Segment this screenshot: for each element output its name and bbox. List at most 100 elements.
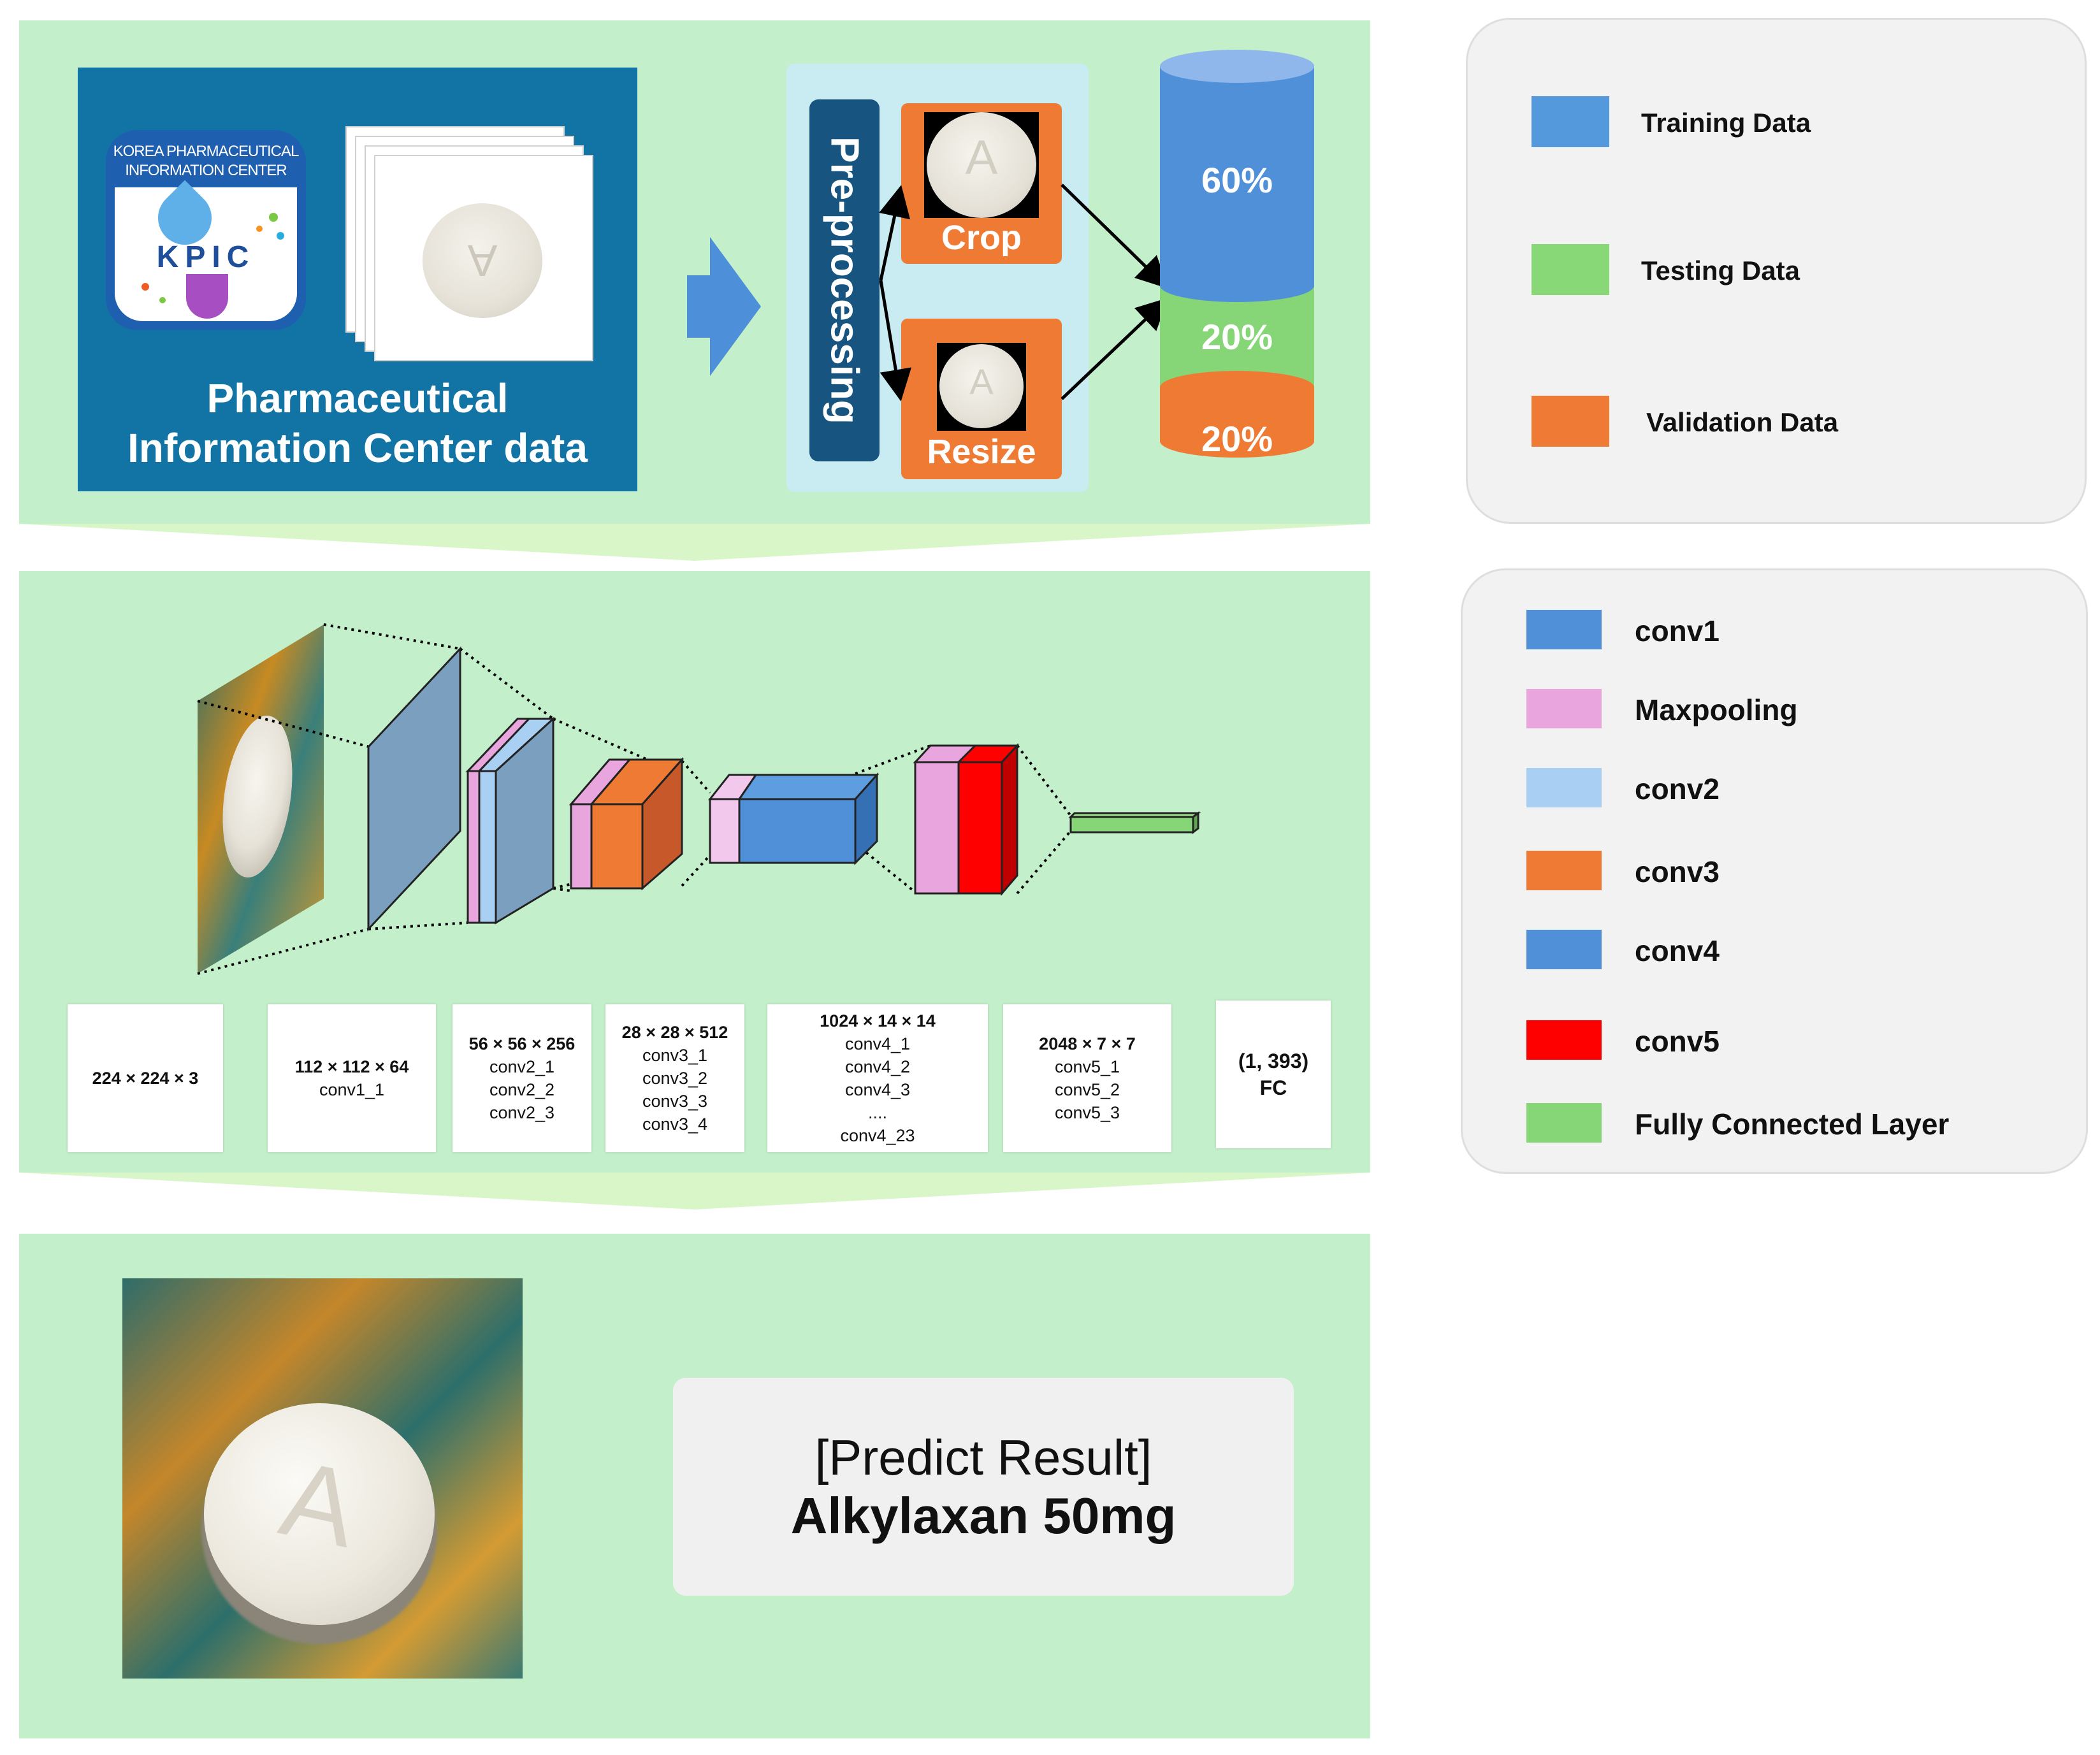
conv3-block <box>568 757 684 891</box>
legend-item: Fully Connected Layer <box>1463 1103 2086 1160</box>
layer-card-conv4: 1024 × 14 × 14 conv4_1 conv4_2 conv4_3 .… <box>767 1004 988 1152</box>
resize-label: Resize <box>927 433 1036 471</box>
layer-name: conv4_23 <box>840 1126 915 1145</box>
query-pill-photo: A <box>122 1278 523 1679</box>
validation-swatch <box>1532 396 1609 447</box>
legend-label: conv2 <box>1635 772 1720 805</box>
legend-item: conv2 <box>1463 768 2086 825</box>
legend-label: conv5 <box>1635 1025 1720 1058</box>
layer-name: conv5_2 <box>1054 1080 1120 1099</box>
source-title-line1: Pharmaceutical <box>206 375 509 421</box>
legend-item: Validation Data <box>1468 389 2085 447</box>
layer-dim: 28 × 28 × 512 <box>621 1023 728 1042</box>
pill-image-stack: A <box>345 126 600 362</box>
logo-line2: INFORMATION CENTER <box>125 162 287 179</box>
legend-item: conv4 <box>1463 930 2086 987</box>
predict-result-value: Alkylaxan 50mg <box>790 1487 1177 1544</box>
layer-card-fc: (1, 393) FC <box>1216 1000 1331 1148</box>
preprocessing-arrows <box>879 184 1169 401</box>
legend-label: Maxpooling <box>1635 693 1798 726</box>
preprocessing-block: Pre-processing A Crop A Resize <box>786 64 1089 492</box>
layer-name: conv4_3 <box>844 1080 911 1099</box>
network-legend: conv1 Maxpooling conv2 conv3 conv4 conv5… <box>1461 568 2088 1174</box>
legend-item: Testing Data <box>1468 242 2085 299</box>
layer-card-conv5: 2048 × 7 × 7 conv5_1 conv5_2 conv5_3 <box>1003 1004 1171 1152</box>
layer-card-conv1: 112 × 112 × 64 conv1_1 <box>268 1004 436 1152</box>
conv5-swatch <box>1526 1020 1602 1060</box>
layer-name: conv4_1 <box>844 1034 911 1053</box>
predict-result-box: [Predict Result] Alkylaxan 50mg <box>673 1378 1294 1596</box>
testing-swatch <box>1532 244 1609 295</box>
layer-name: .... <box>867 1103 887 1122</box>
logo-cup-icon <box>186 274 228 319</box>
predict-result-heading: [Predict Result] <box>815 1429 1152 1485</box>
panel-divider-1 <box>19 524 1370 561</box>
layer-dim: (1, 393) <box>1238 1050 1309 1072</box>
pill-icon: A <box>939 344 1024 428</box>
pill-icon: A <box>423 203 542 318</box>
layer-name: conv3_2 <box>642 1069 708 1088</box>
legend-item: Maxpooling <box>1463 689 2086 746</box>
kpic-logo: KOREA PHARMACEUTICAL INFORMATION CENTER … <box>106 130 306 330</box>
layer-name: conv4_2 <box>844 1057 911 1076</box>
resize-card: A Resize <box>901 319 1062 479</box>
layer-dim: 56 × 56 × 256 <box>468 1034 576 1053</box>
data-split-legend: Training Data Testing Data Validation Da… <box>1466 18 2087 524</box>
network-diagram <box>197 623 1201 975</box>
layer-name: conv5_1 <box>1054 1057 1120 1076</box>
source-title-line2: Information Center data <box>127 425 588 471</box>
layer-dim: 1024 × 14 × 14 <box>820 1011 936 1030</box>
conv1-block <box>367 646 461 932</box>
layer-card-input: 224 × 224 × 3 <box>68 1004 223 1152</box>
conv4-swatch <box>1526 930 1602 969</box>
layer-name: conv3_4 <box>642 1115 708 1134</box>
split-training-label: 60% <box>1201 160 1273 200</box>
split-cylinder: 60% 20% 20% <box>1160 50 1314 496</box>
layer-name: conv2_1 <box>489 1057 555 1076</box>
layer-name: conv2_2 <box>489 1080 555 1099</box>
layer-dim: 224 × 224 × 3 <box>92 1069 199 1088</box>
crop-label: Crop <box>941 219 1022 257</box>
crop-card: A Crop <box>901 103 1062 264</box>
logo-text: KPIC <box>156 240 256 274</box>
split-testing-label: 20% <box>1201 317 1273 357</box>
source-block: KOREA PHARMACEUTICAL INFORMATION CENTER … <box>78 68 637 491</box>
preprocessing-bar: Pre-processing <box>809 99 880 461</box>
legend-item: conv1 <box>1463 610 2086 667</box>
fc-block <box>1068 811 1201 834</box>
flow-arrow-icon <box>687 237 764 379</box>
layer-card-conv2: 56 × 56 × 256 conv2_1 conv2_2 conv2_3 <box>453 1004 591 1152</box>
legend-label: conv3 <box>1635 855 1720 888</box>
fc-swatch <box>1526 1103 1602 1143</box>
layer-name: conv3_1 <box>642 1046 708 1065</box>
legend-item: conv3 <box>1463 851 2086 908</box>
legend-label: Validation Data <box>1646 407 1839 437</box>
conv4-block <box>707 772 880 865</box>
logo-line1: KOREA PHARMACEUTICAL <box>113 143 300 160</box>
conv3-swatch <box>1526 851 1602 890</box>
conv2-swatch <box>1526 768 1602 807</box>
legend-label: Fully Connected Layer <box>1635 1108 1950 1141</box>
layer-name: FC <box>1259 1076 1287 1099</box>
layer-dim: 112 × 112 × 64 <box>294 1057 409 1076</box>
layer-dim: 2048 × 7 × 7 <box>1039 1034 1136 1053</box>
conv2-block <box>465 716 556 925</box>
conv5-block <box>913 743 1020 897</box>
legend-label: Testing Data <box>1641 256 1800 285</box>
legend-item: conv5 <box>1463 1020 2086 1078</box>
input-image-plane <box>198 625 324 974</box>
maxpooling-swatch <box>1526 689 1602 728</box>
pill-icon: A <box>927 112 1036 218</box>
legend-label: conv1 <box>1635 614 1720 647</box>
conv1-swatch <box>1526 610 1602 649</box>
layer-name: conv2_3 <box>489 1103 555 1122</box>
layer-name: conv1_1 <box>319 1080 385 1099</box>
training-swatch <box>1532 96 1609 147</box>
legend-item: Training Data <box>1468 94 2085 151</box>
layer-name: conv3_3 <box>642 1092 708 1111</box>
panel-divider-2 <box>19 1173 1370 1210</box>
pill-icon: A <box>204 1403 435 1625</box>
layer-name: conv5_3 <box>1054 1103 1120 1122</box>
split-validation-label: 20% <box>1201 419 1273 459</box>
layer-card-conv3: 28 × 28 × 512 conv3_1 conv3_2 conv3_3 co… <box>605 1004 744 1152</box>
